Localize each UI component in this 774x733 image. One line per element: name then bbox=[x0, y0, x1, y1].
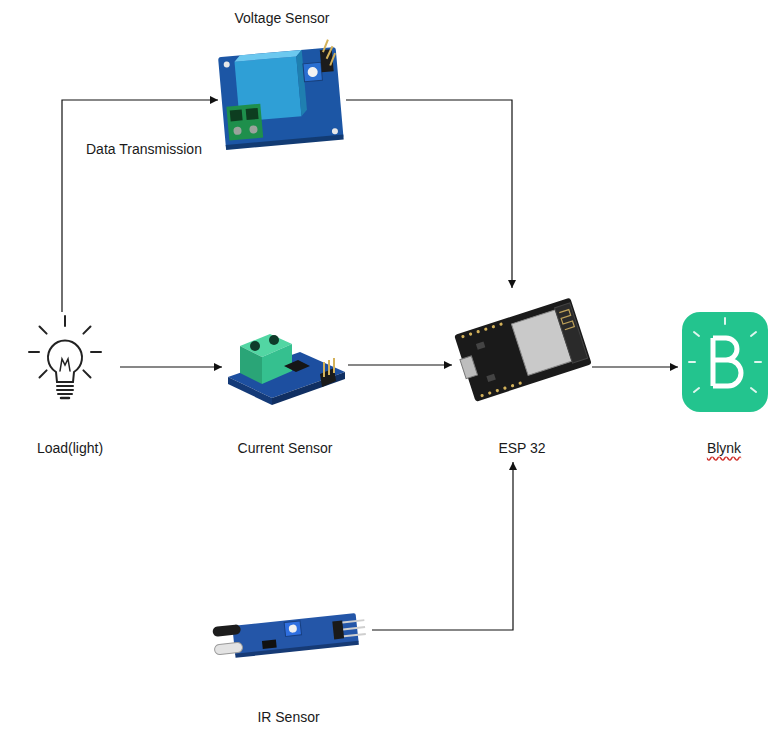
arrow-connector bbox=[592, 366, 678, 367]
current-sensor-picture bbox=[228, 334, 345, 405]
voltage-sensor-picture bbox=[217, 39, 343, 150]
bulb-icon bbox=[29, 316, 101, 398]
blynk-node: Blynk bbox=[678, 306, 770, 462]
edge-note: Data Transmission bbox=[84, 141, 204, 158]
caption-text: Voltage Sensor bbox=[235, 10, 330, 26]
component-caption: IR Sensor bbox=[205, 709, 372, 726]
caption-text: ESP 32 bbox=[498, 440, 545, 456]
load-node: Load(light) bbox=[20, 312, 120, 462]
esp32-picture bbox=[452, 298, 592, 403]
component-caption: Blynk bbox=[678, 440, 770, 457]
caption-text: Load(light) bbox=[37, 440, 103, 456]
voltage-sensor-node: Voltage Sensor bbox=[218, 4, 346, 152]
caption-text: Blynk bbox=[707, 440, 741, 456]
ir-sensor-node: IR Sensor bbox=[205, 596, 372, 731]
arrow-connector bbox=[62, 100, 218, 312]
blynk-logo bbox=[682, 312, 768, 412]
component-caption: ESP 32 bbox=[452, 440, 592, 457]
arrow-connector bbox=[346, 100, 512, 288]
arrow-connector bbox=[372, 462, 513, 630]
arrow-connector bbox=[348, 364, 452, 365]
caption-text: Current Sensor bbox=[238, 440, 333, 456]
component-caption: Load(light) bbox=[20, 440, 120, 457]
component-caption: Current Sensor bbox=[222, 440, 348, 457]
current-sensor-node: Current Sensor bbox=[222, 318, 348, 462]
ir-sensor-picture bbox=[212, 611, 367, 660]
component-caption: Voltage Sensor bbox=[218, 10, 346, 27]
esp32-node: ESP 32 bbox=[452, 288, 592, 462]
arrow-connector bbox=[120, 366, 222, 367]
caption-text: IR Sensor bbox=[257, 709, 319, 725]
